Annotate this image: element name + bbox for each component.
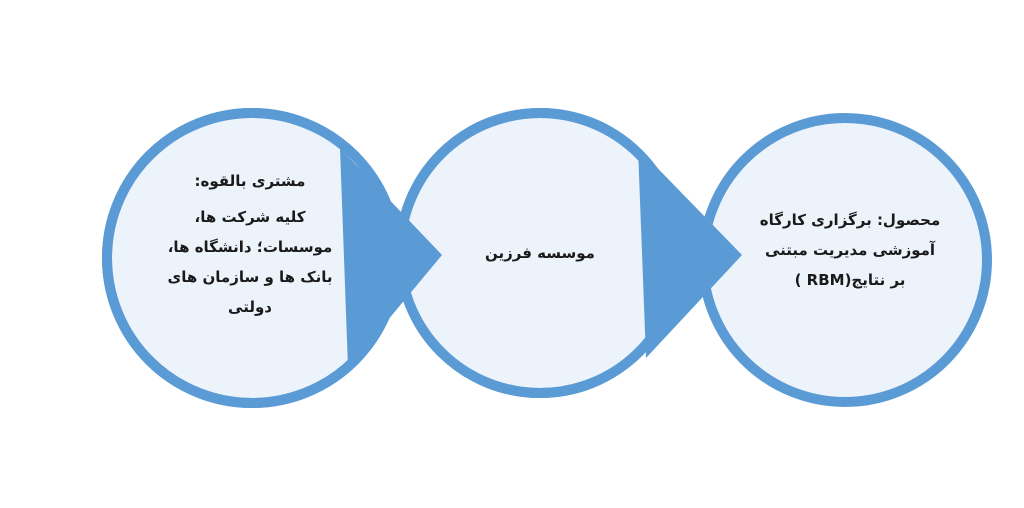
institute-text: موسسه فرزین (440, 238, 640, 268)
potential-customer-line: دولتی (228, 298, 272, 316)
product-line: محصول: برگزاری کارگاه (759, 211, 941, 229)
potential-customer-line: بانک ها و سازمان های (167, 268, 333, 286)
institute-label: موسسه فرزین (485, 244, 595, 262)
product-line: بر نتایج(RBM ) (794, 271, 906, 289)
flow-arrow-1 (340, 148, 442, 368)
flow-arrow-2 (638, 148, 742, 358)
product-line: آموزشی مدیریت مبتنی (764, 241, 936, 259)
potential-customer-heading: مشتری بالقوه: (194, 172, 306, 190)
potential-customer-line: کلیه شرکت ها، (194, 208, 306, 226)
product-text: محصول: برگزاری کارگاه آموزشی مدیریت مبتن… (740, 205, 960, 295)
potential-customer-text: مشتری بالقوه: کلیه شرکت ها، موسسات؛ دانش… (150, 166, 350, 322)
potential-customer-line: موسسات؛ دانشگاه ها، (167, 238, 333, 256)
institute-circle-rim (395, 108, 685, 398)
